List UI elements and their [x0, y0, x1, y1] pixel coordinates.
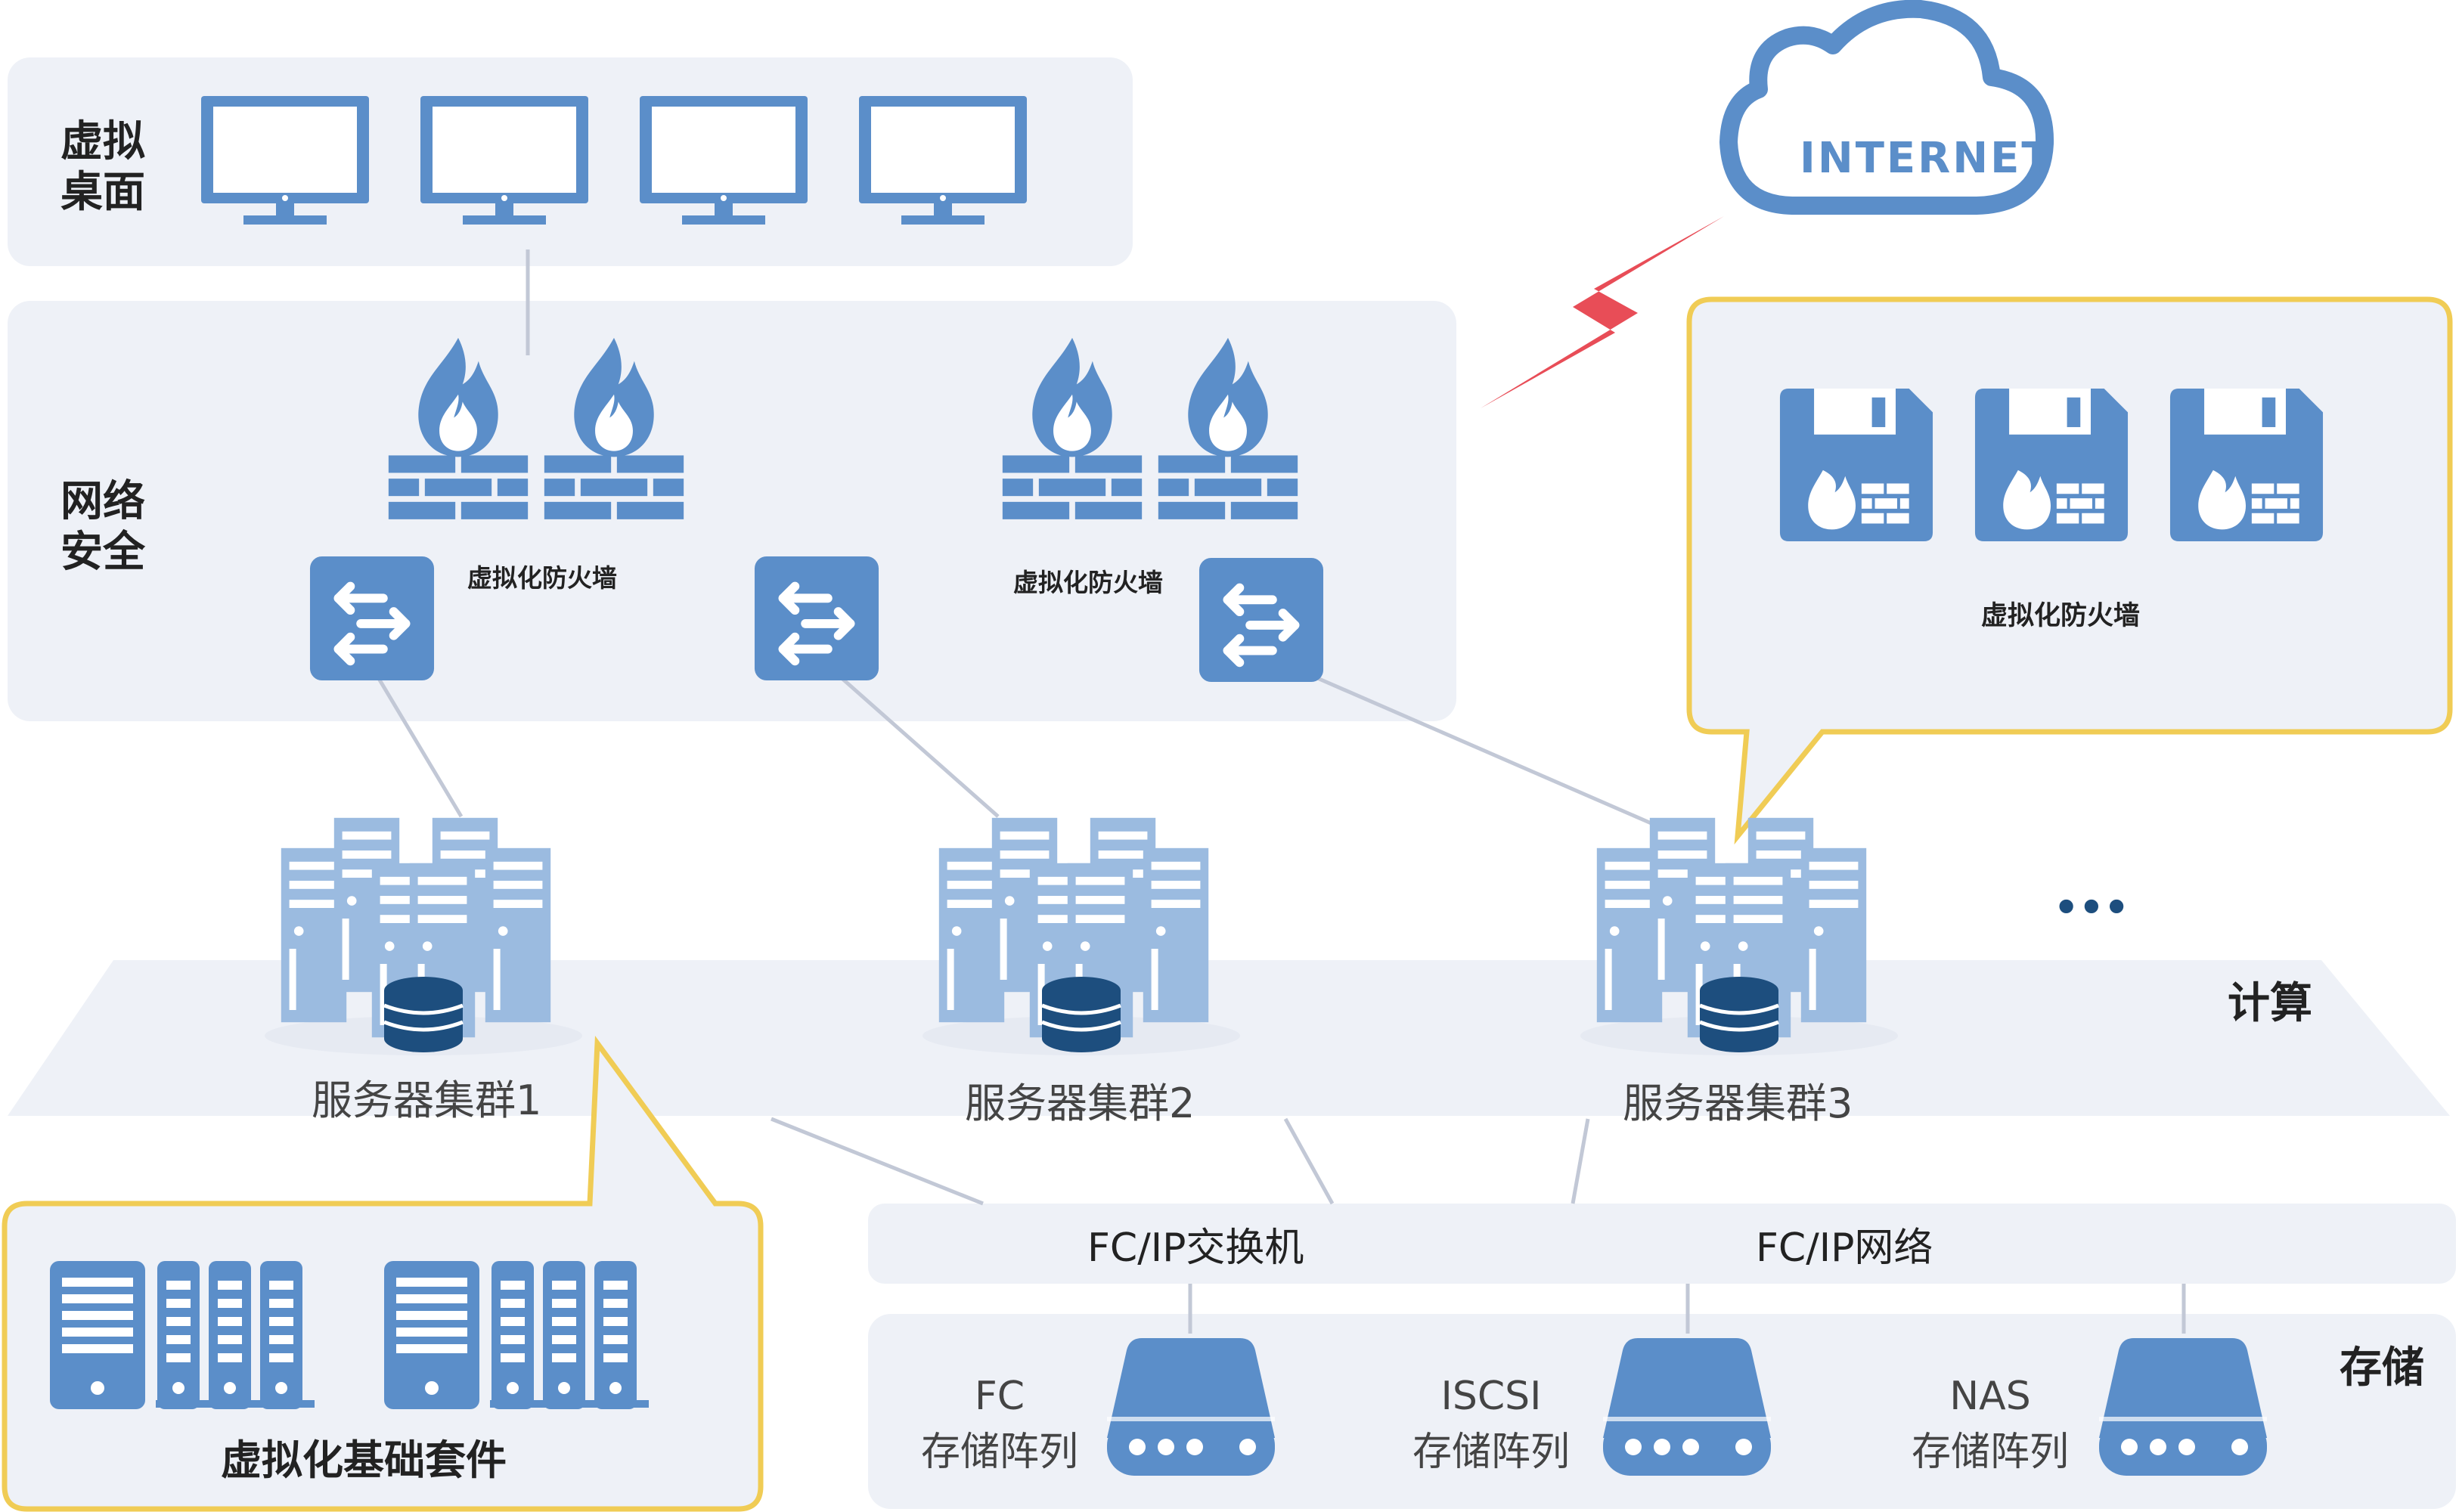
storage-label-iscsi: 存储阵列: [1412, 1430, 1570, 1475]
switch-icon: [755, 556, 879, 680]
blade-server-icon: [157, 1261, 200, 1409]
line-cluster3-to-network: [1571, 1118, 1590, 1204]
blade-server-icon: [491, 1261, 534, 1409]
storage-label-fc: 存储阵列: [921, 1430, 1078, 1475]
storage-type-nas: NAS: [1949, 1374, 2030, 1419]
network-bar-panel: [868, 1204, 2456, 1284]
firewall-label-1: 虚拟化防火墙: [467, 563, 617, 593]
firewall-label-3: 虚拟化防火墙: [1981, 601, 2140, 631]
lightning-bolt-icon: [1481, 216, 1724, 408]
blade-server-icon: [543, 1261, 585, 1409]
storage-device-icon: [1603, 1338, 1771, 1476]
storage-device-icon: [1107, 1338, 1275, 1476]
storage-label-nas: 存储阵列: [1912, 1430, 2069, 1475]
section-label-compute: 计算: [2228, 979, 2312, 1028]
line-switch1-to-cluster1: [376, 676, 464, 818]
cluster-label-1: 服务器集群1: [312, 1077, 541, 1124]
line-switch3-to-cluster3: [1315, 675, 1654, 826]
storage-device-icon: [2099, 1338, 2267, 1476]
internet-cloud-icon: [1719, 0, 2054, 215]
internet-label: INTERNET: [1800, 134, 2053, 183]
section-label-storage: 存储: [2340, 1343, 2424, 1393]
suite-label: 虚拟化基础套件: [221, 1436, 507, 1484]
switch-icon: [310, 556, 434, 680]
switch-icon: [1199, 558, 1323, 682]
fc-ip-network-label: FC/IP网络: [1756, 1225, 1933, 1271]
rack-server-icon: [50, 1261, 145, 1409]
cluster-label-2: 服务器集群2: [965, 1080, 1195, 1127]
firewall-label-2: 虚拟化防火墙: [1013, 568, 1163, 597]
storage-type-fc: FC: [975, 1374, 1025, 1419]
line-switch2-to-cluster2: [839, 676, 1000, 818]
floppy-firewall-icon: [2169, 388, 2324, 542]
section-label-virtual-desktop: 虚拟桌面: [60, 117, 145, 217]
fc-ip-switch-label: FC/IP交换机: [1087, 1225, 1304, 1271]
server-cluster-icon: [1580, 818, 1898, 1055]
line-cluster1-to-network: [771, 1117, 984, 1206]
storage-type-iscsi: ISCSI: [1441, 1374, 1542, 1419]
blade-server-icon: [209, 1261, 251, 1409]
connection-lines: [376, 249, 2186, 1334]
line-cluster2-to-network: [1283, 1117, 1335, 1205]
firewall-callout-bubble: [1686, 296, 2453, 845]
rack-server-icon: [384, 1261, 479, 1409]
section-label-network-security: 网络安全: [60, 477, 146, 577]
server-cluster-icon: [265, 818, 582, 1055]
server-base-line: [156, 1400, 315, 1408]
server-cluster-icon: [923, 818, 1240, 1055]
floppy-firewall-icon: [1974, 388, 2129, 542]
floppy-firewall-icon: [1779, 388, 1933, 542]
server-base-line: [490, 1400, 649, 1408]
blade-server-icon: [594, 1261, 637, 1409]
more-clusters-indicator: •••: [2054, 885, 2129, 931]
cluster-label-3: 服务器集群3: [1623, 1080, 1853, 1127]
blade-server-icon: [260, 1261, 302, 1409]
